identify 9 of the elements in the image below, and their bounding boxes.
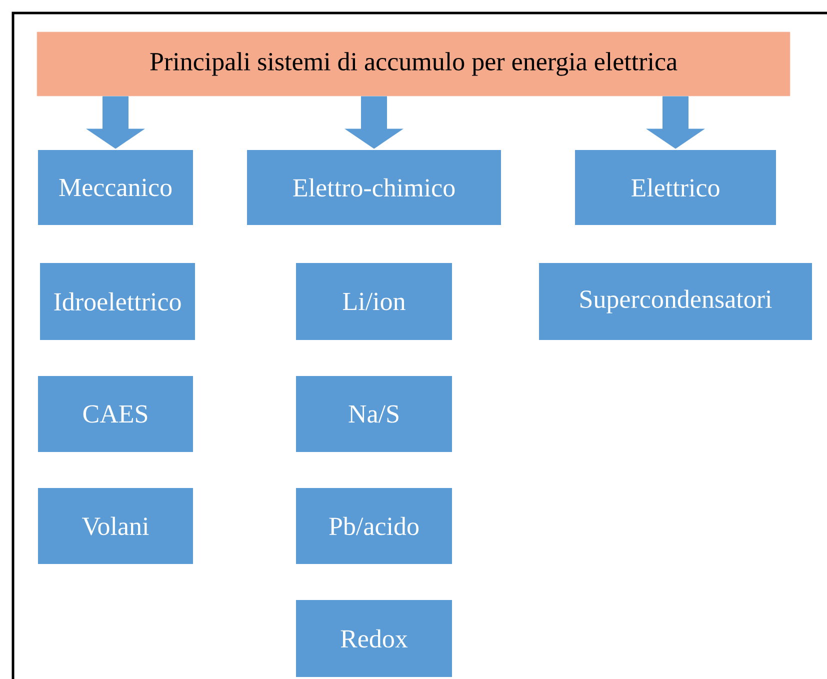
category-box: Na/S bbox=[296, 376, 452, 452]
category-box: Volani bbox=[38, 488, 193, 564]
title-band: Principali sistemi di accumulo per energia elettrica bbox=[36, 32, 790, 96]
category-box: CAES bbox=[38, 376, 193, 452]
category-box: Idroelettrico bbox=[40, 263, 195, 340]
category-box: Li/ion bbox=[296, 263, 452, 340]
category-box: Supercondensatori bbox=[539, 263, 812, 340]
category-box: Pb/acido bbox=[296, 488, 452, 564]
category-box: Redox bbox=[296, 600, 452, 677]
